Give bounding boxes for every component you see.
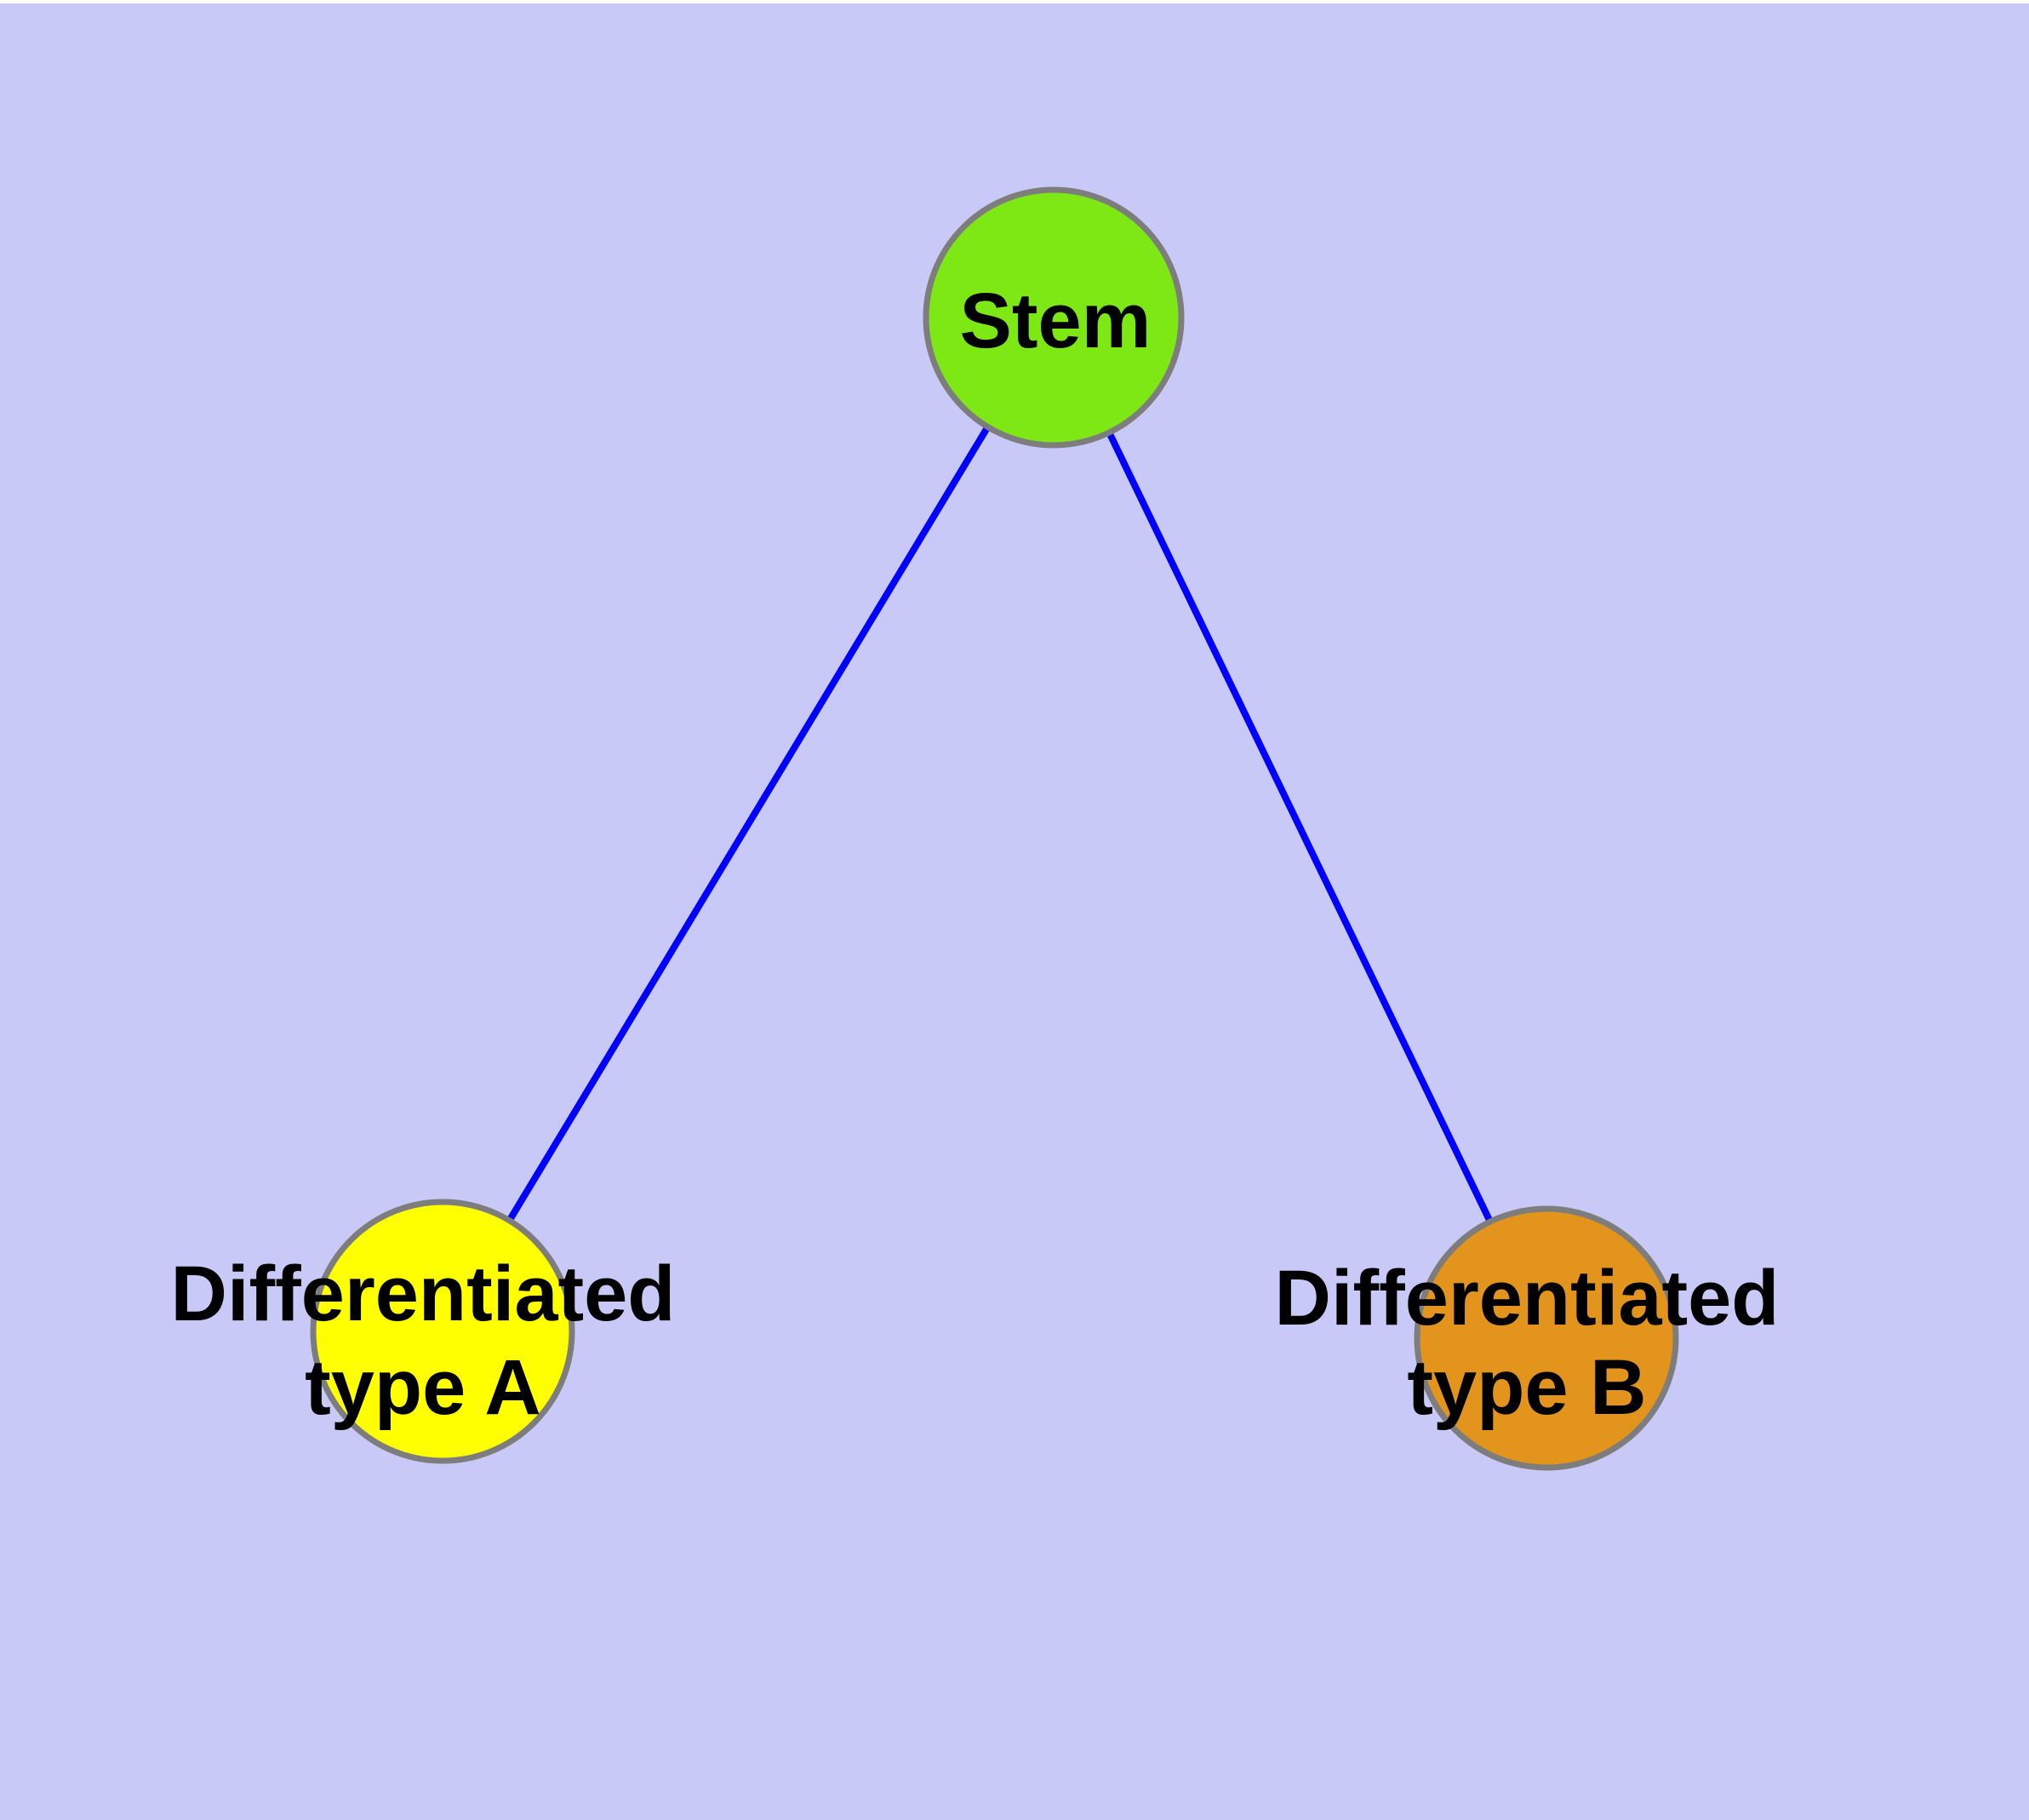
nodes <box>310 186 1679 1471</box>
edges <box>439 315 1550 1340</box>
node-differentiated-type-b <box>1414 1205 1679 1471</box>
edge-stem-to-type-b <box>1050 316 1550 1340</box>
node-differentiated-type-a <box>310 1199 575 1464</box>
edge-stem-to-type-a <box>439 315 1057 1334</box>
node-type-b-label-line2: type B <box>1407 1344 1646 1431</box>
node-stem-label: Stem <box>960 278 1152 364</box>
node-type-a-label-line2: type A <box>305 1344 541 1431</box>
node-type-a-label-line1: Differentiated <box>171 1251 676 1337</box>
node-stem <box>923 186 1185 449</box>
node-labels: Stem Differentiated type A Differentiate… <box>171 278 1780 1431</box>
node-type-b-label-line1: Differentiated <box>1275 1255 1780 1342</box>
